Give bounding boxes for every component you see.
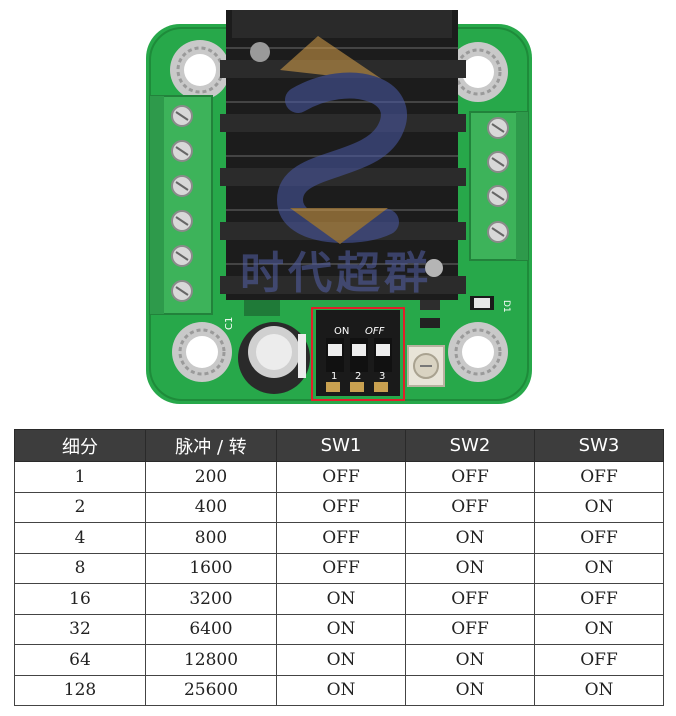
potentiometer xyxy=(407,345,445,387)
table-cell: ON xyxy=(276,674,406,706)
table-cell: ON xyxy=(276,644,406,676)
table-row: 16 3200 ON OFF OFF xyxy=(14,583,664,615)
table-cell: 8 xyxy=(14,552,146,584)
header-pulses-per-rev: 脉冲 / 转 xyxy=(145,429,277,462)
table-cell: 128 xyxy=(14,674,146,706)
table-cell: ON xyxy=(405,644,535,676)
microstep-table: 细分 脉冲 / 转 SW1 SW2 SW3 1 200 OFF OFF OFF … xyxy=(14,429,664,706)
header-sw1: SW1 xyxy=(276,429,406,462)
dip-switch xyxy=(316,310,400,396)
dip-position-1: 1 xyxy=(331,371,337,382)
table-row: 1 200 OFF OFF OFF xyxy=(14,461,664,493)
table-cell: 800 xyxy=(145,522,277,554)
dip-on-label: ON xyxy=(334,326,349,337)
mounting-hole-icon xyxy=(448,42,508,102)
table-cell: ON xyxy=(534,613,664,645)
table-row: 64 12800 ON ON OFF xyxy=(14,644,664,676)
mounting-hole-icon xyxy=(172,322,232,382)
right-terminal-block xyxy=(469,111,529,261)
dip-position-3: 3 xyxy=(379,371,385,382)
header-sw2: SW2 xyxy=(405,429,535,462)
mounting-hole-icon xyxy=(448,322,508,382)
header-sw3: SW3 xyxy=(534,429,664,462)
table-row: 4 800 OFF ON OFF xyxy=(14,522,664,554)
table-cell: ON xyxy=(534,491,664,523)
table-cell: 1600 xyxy=(145,552,277,584)
table-cell: OFF xyxy=(534,522,664,554)
table-cell: 200 xyxy=(145,461,277,493)
table-cell: OFF xyxy=(276,491,406,523)
table-row: 32 6400 ON OFF ON xyxy=(14,613,664,645)
driver-board-photo: 时代超群 C1 ON OFF 1 2 3 xyxy=(140,0,536,410)
watermark-logo-icon xyxy=(276,36,407,244)
table-cell: ON xyxy=(405,552,535,584)
label-c1: C1 xyxy=(224,317,235,330)
table-cell: ON xyxy=(405,674,535,706)
table-cell: 2 xyxy=(14,491,146,523)
table-cell: OFF xyxy=(276,522,406,554)
table-cell: 3200 xyxy=(145,583,277,615)
table-cell: 1 xyxy=(14,461,146,493)
table-cell: ON xyxy=(534,674,664,706)
table-cell: ON xyxy=(276,613,406,645)
table-cell: 4 xyxy=(14,522,146,554)
table-cell: OFF xyxy=(276,461,406,493)
table-cell: OFF xyxy=(405,461,535,493)
table-cell: OFF xyxy=(534,461,664,493)
table-cell: 32 xyxy=(14,613,146,645)
table-cell: ON xyxy=(276,583,406,615)
table-cell: ON xyxy=(534,552,664,584)
dip-highlight-box xyxy=(311,307,405,401)
table-row: 8 1600 OFF ON ON xyxy=(14,552,664,584)
table-cell: OFF xyxy=(405,491,535,523)
header-microstep: 细分 xyxy=(14,429,146,462)
table-header-row: 细分 脉冲 / 转 SW1 SW2 SW3 xyxy=(14,429,664,462)
table-cell: 12800 xyxy=(145,644,277,676)
label-d1: D1 xyxy=(501,300,511,313)
table-cell: ON xyxy=(405,522,535,554)
capacitor xyxy=(238,300,310,394)
table-cell: 25600 xyxy=(145,674,277,706)
table-cell: OFF xyxy=(405,613,535,645)
dip-off-label: OFF xyxy=(365,326,385,337)
table-row: 128 25600 ON ON ON xyxy=(14,674,664,706)
table-cell: 400 xyxy=(145,491,277,523)
left-terminal-block xyxy=(149,95,213,315)
table-cell: 6400 xyxy=(145,613,277,645)
dip-position-2: 2 xyxy=(355,371,361,382)
table-cell: 16 xyxy=(14,583,146,615)
watermark-text: 时代超群 xyxy=(240,248,432,299)
led-indicator xyxy=(420,296,494,328)
table-cell: 64 xyxy=(14,644,146,676)
table-cell: OFF xyxy=(405,583,535,615)
table-cell: OFF xyxy=(276,552,406,584)
table-cell: OFF xyxy=(534,583,664,615)
table-cell: OFF xyxy=(534,644,664,676)
table-row: 2 400 OFF OFF ON xyxy=(14,491,664,523)
